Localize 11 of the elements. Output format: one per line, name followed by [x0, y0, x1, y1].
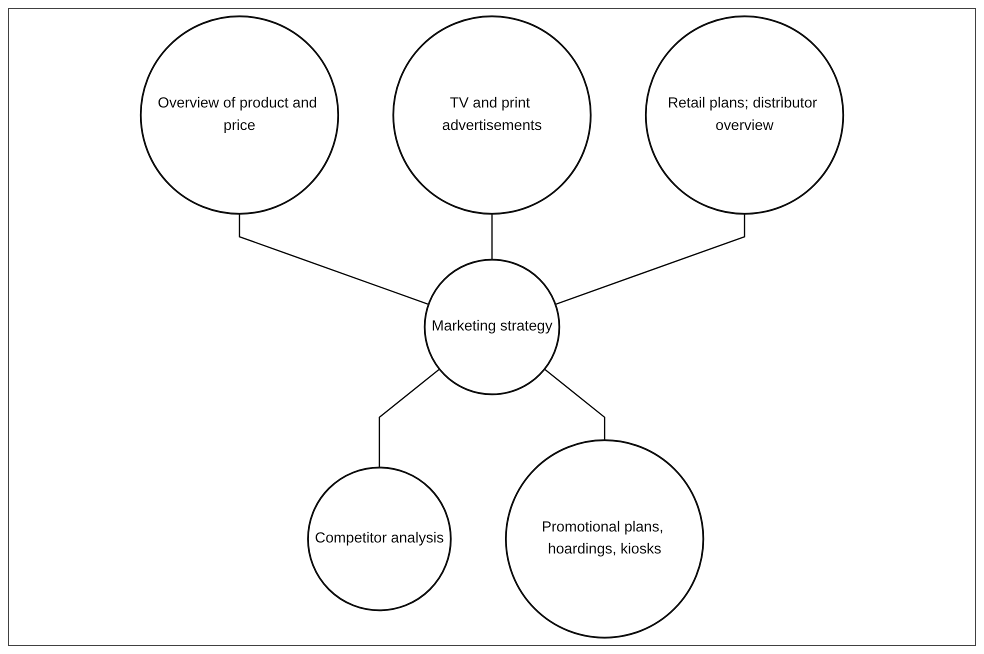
connector	[491, 214, 493, 260]
connector	[555, 214, 746, 305]
node-circle: Retail plans; distributor overview	[644, 15, 844, 215]
node-circle: Promotional plans, hoardings, kiosks	[504, 439, 704, 639]
connector	[238, 214, 429, 305]
node-circle: TV and print advertisements	[392, 15, 592, 215]
node-circle: Overview of product and price	[140, 15, 340, 215]
connector	[544, 368, 606, 440]
node-circle: Marketing strategy	[424, 258, 560, 396]
node-circle: Competitor analysis	[307, 466, 452, 612]
connector	[378, 368, 440, 468]
